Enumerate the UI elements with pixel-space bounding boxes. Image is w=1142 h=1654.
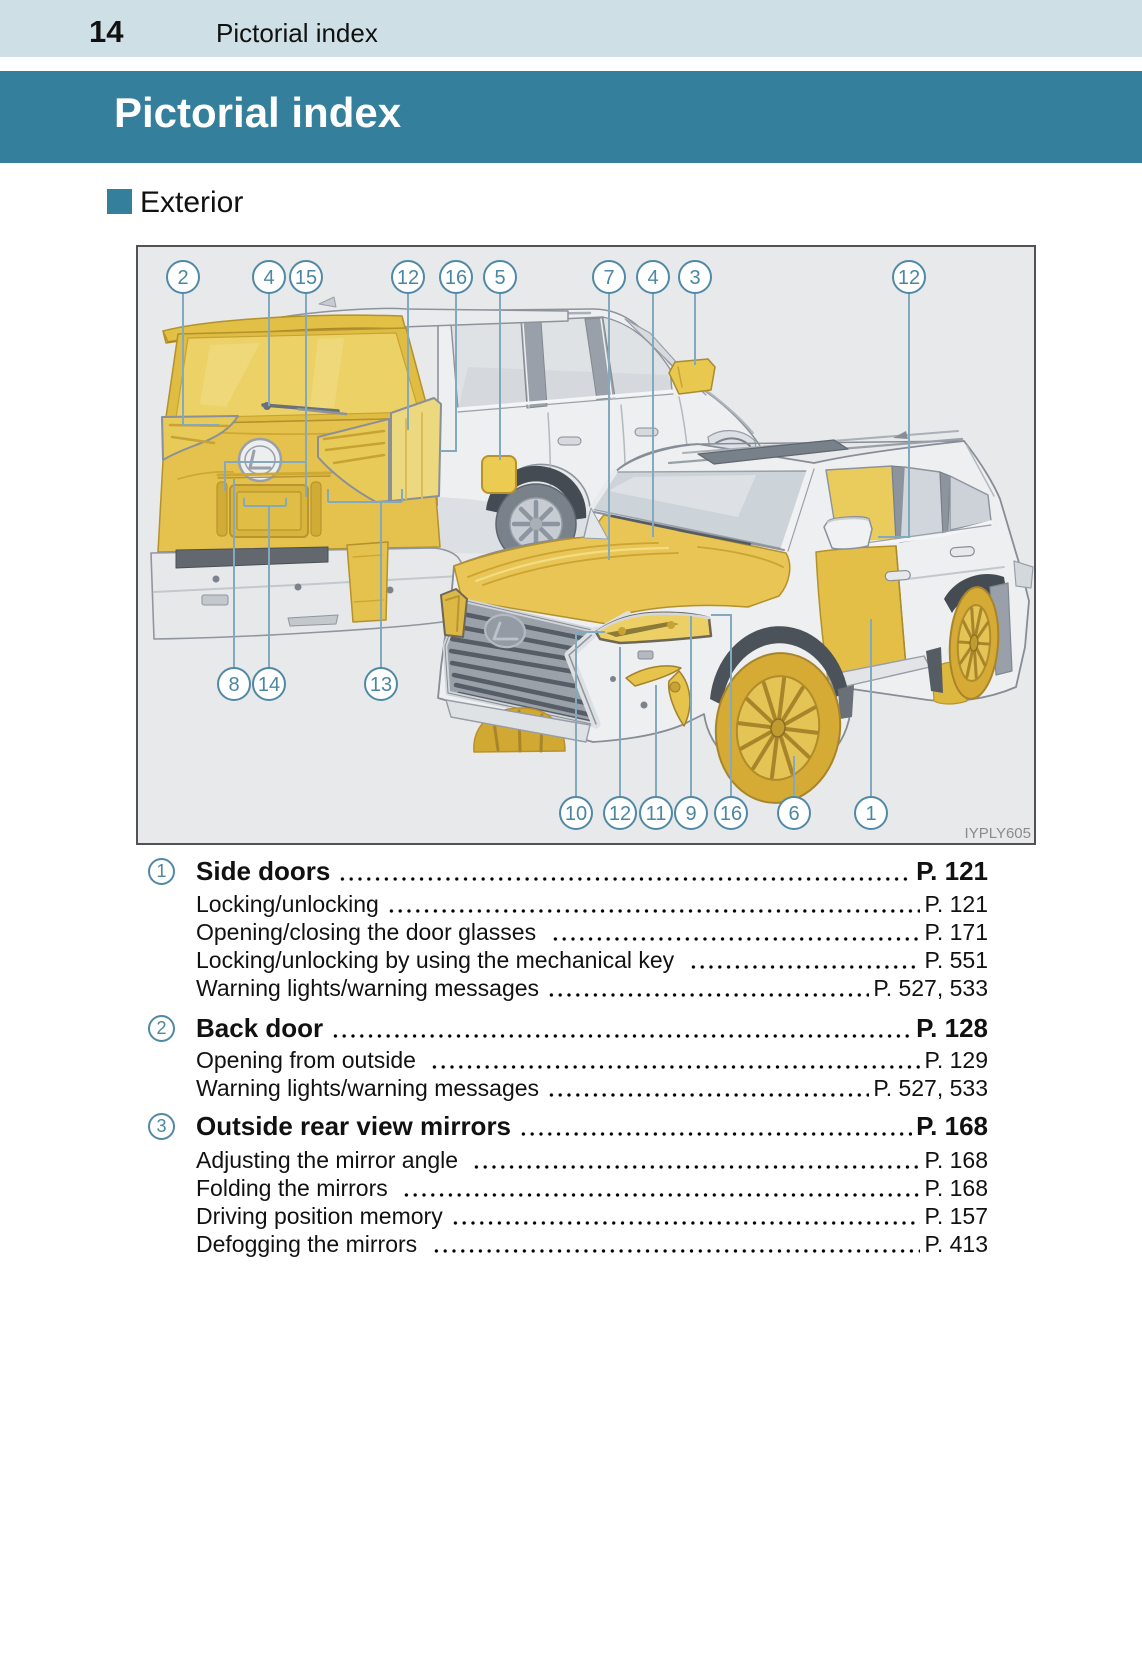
svg-text:6: 6 [788,803,799,825]
svg-text:16: 16 [445,267,467,289]
svg-text:12: 12 [397,267,419,289]
svg-text:15: 15 [295,267,317,289]
svg-text:1: 1 [865,803,876,825]
svg-text:12: 12 [609,803,631,825]
svg-text:10: 10 [565,803,587,825]
svg-text:5: 5 [494,267,505,289]
svg-text:9: 9 [685,803,696,825]
svg-text:11: 11 [646,803,667,825]
svg-text:IYPLY605: IYPLY605 [965,825,1031,842]
svg-text:4: 4 [263,267,274,289]
svg-text:2: 2 [177,267,188,289]
svg-text:8: 8 [228,674,239,696]
svg-text:12: 12 [898,267,920,289]
svg-text:3: 3 [689,267,700,289]
svg-text:14: 14 [258,674,280,696]
svg-text:7: 7 [603,267,614,289]
svg-text:4: 4 [647,267,658,289]
svg-text:13: 13 [370,674,392,696]
svg-text:16: 16 [720,803,742,825]
